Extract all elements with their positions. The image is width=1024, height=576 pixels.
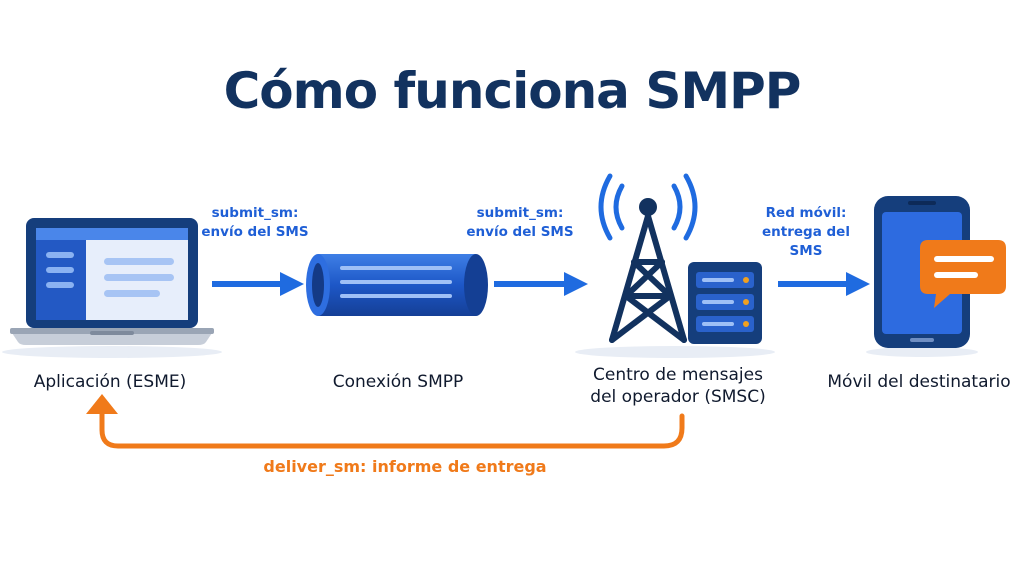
- flow-label-3: Red móvil: entrega del SMS: [744, 204, 868, 261]
- return-arrow: [86, 394, 685, 449]
- flow-label-1-line1: submit_sm:: [211, 205, 299, 221]
- flow-label-2-line2: envío del SMS: [466, 224, 574, 240]
- node-label-smsc: Centro de mensajes del operador (SMSC): [578, 364, 778, 408]
- page-title: Cómo funciona SMPP: [223, 62, 802, 120]
- laptop-icon: [2, 218, 222, 358]
- flow-label-1-line2: envío del SMS: [201, 224, 309, 240]
- node-label-phone: Móvil del destinatario: [827, 372, 1011, 392]
- node-label-smsc-line1: Centro de mensajes: [593, 365, 763, 385]
- pipe-connection-icon: [306, 254, 488, 316]
- smartphone-message-icon: [866, 196, 1006, 357]
- flow-label-2-line1: submit_sm:: [476, 205, 564, 221]
- node-label-esme: Aplicación (ESME): [33, 372, 187, 392]
- node-label-smsc-line2: del operador (SMSC): [590, 387, 766, 407]
- flow-label-2: submit_sm: envío del SMS: [460, 204, 580, 242]
- flow-label-3-line1: Red móvil:: [765, 205, 847, 221]
- node-label-connection: Conexión SMPP: [332, 372, 464, 392]
- flow-label-3-line2: entrega del SMS: [762, 224, 850, 259]
- return-flow-label: deliver_sm: informe de entrega: [263, 457, 547, 476]
- flow-label-1: submit_sm: envío del SMS: [198, 204, 312, 242]
- cell-tower-server-icon: [575, 173, 775, 358]
